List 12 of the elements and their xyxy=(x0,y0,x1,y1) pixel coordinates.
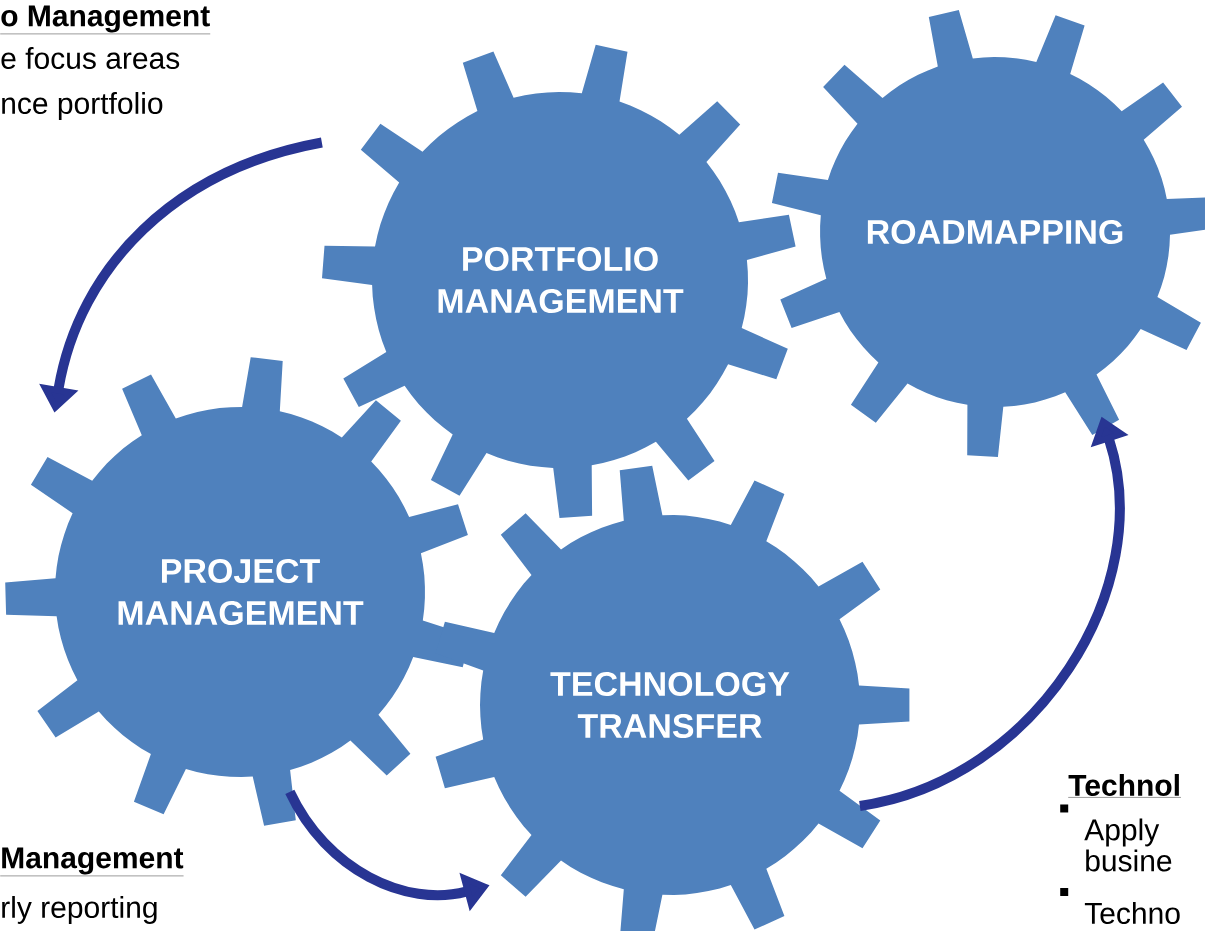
body-text: rly reporting xyxy=(2,896,157,924)
body-text: nce portfolio xyxy=(2,92,163,120)
bullet-text: Apply busine xyxy=(1060,804,1172,872)
gear: PROJECT MANAGEMENT xyxy=(5,357,471,826)
node-label: PORTFOLIO MANAGEMENT xyxy=(438,246,684,314)
body-text: e focus areas xyxy=(1,47,180,69)
gear: ROADMAPPING xyxy=(771,9,1205,457)
gear: TECHNOLOGY TRANSFER xyxy=(435,465,910,931)
heading: Technol xyxy=(1068,774,1182,798)
heading: o Management xyxy=(0,5,211,35)
bullet-text: Techno xyxy=(1060,888,1180,924)
gear: PORTFOLIO MANAGEMENT xyxy=(322,44,796,518)
